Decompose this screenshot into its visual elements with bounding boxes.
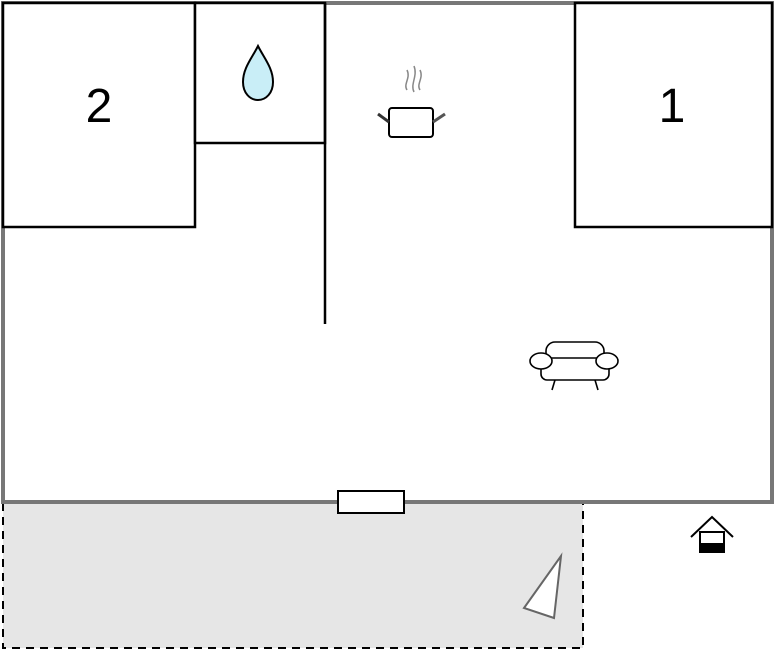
house-entrance-icon <box>690 515 734 553</box>
terrace <box>2 503 584 649</box>
entrance-door <box>337 490 405 514</box>
room-bedroom-2: 2 <box>1 1 197 229</box>
triangle-marker-icon <box>522 552 563 620</box>
sofa-icon <box>529 341 619 391</box>
room-bathroom <box>193 1 327 145</box>
room-label-2: 2 <box>86 80 113 133</box>
water-drop-icon <box>241 43 275 102</box>
room-label-1: 1 <box>659 80 686 133</box>
cooking-pot-icon <box>377 65 446 138</box>
room-bedroom-1: 1 <box>573 1 774 229</box>
